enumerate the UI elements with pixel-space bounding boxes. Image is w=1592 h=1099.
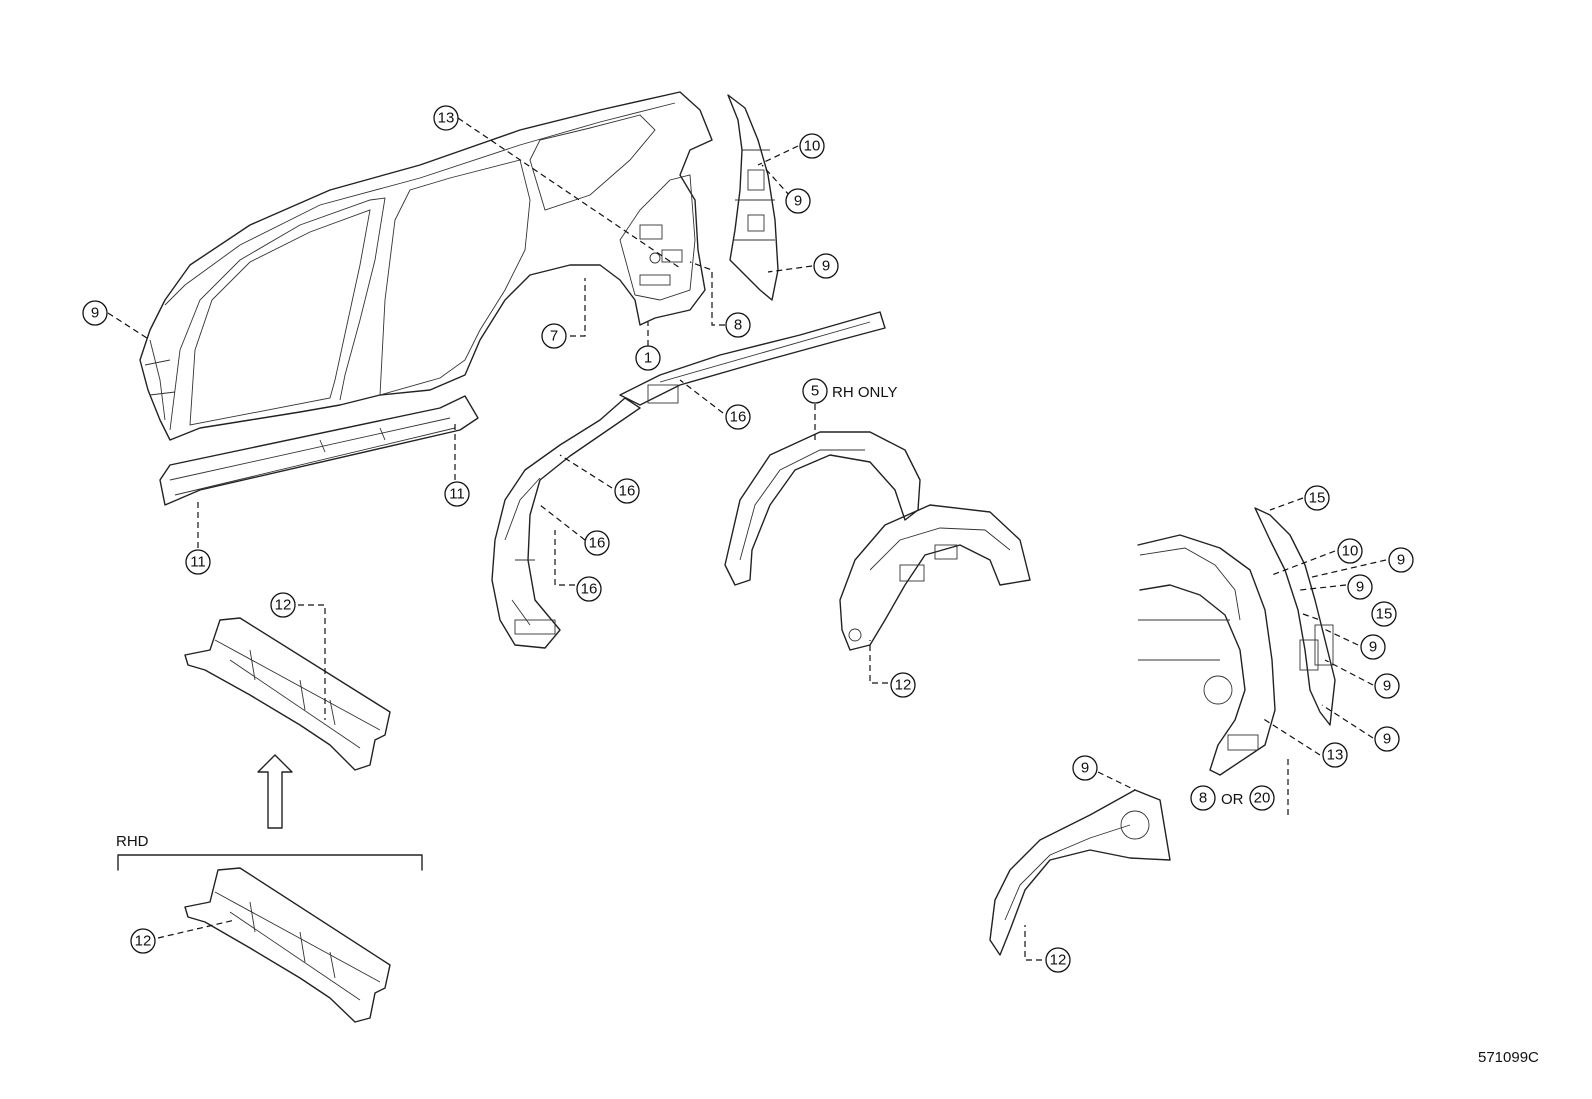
inner-wheel-house xyxy=(839,504,1031,651)
svg-text:9: 9 xyxy=(822,258,830,275)
callout-12-cowl: 12 xyxy=(270,592,296,618)
rear-quarter-panel xyxy=(1137,534,1276,776)
diagram-reference-code: 571099C xyxy=(1478,1049,1539,1066)
svg-text:8: 8 xyxy=(734,317,742,334)
svg-text:9: 9 xyxy=(794,193,802,210)
svg-text:16: 16 xyxy=(581,581,598,598)
or-label: OR xyxy=(1221,791,1244,808)
arrow-up-icon xyxy=(257,754,293,829)
svg-text:12: 12 xyxy=(135,933,152,950)
wheel-house-rh xyxy=(724,431,921,586)
svg-text:12: 12 xyxy=(895,677,912,694)
svg-text:15: 15 xyxy=(1309,490,1326,507)
callout-9-arch: 9 xyxy=(1072,755,1098,781)
callout-16-a: 16 xyxy=(725,404,751,430)
svg-text:13: 13 xyxy=(1327,747,1344,764)
svg-text:16: 16 xyxy=(730,409,747,426)
svg-text:9: 9 xyxy=(1356,579,1364,596)
callout-9-b: 9 xyxy=(813,253,839,279)
callout-9-a: 9 xyxy=(785,188,811,214)
callout-13-right: 13 xyxy=(1322,742,1348,768)
callout-8-top: 8 xyxy=(725,312,751,338)
callout-15-a: 15 xyxy=(1304,485,1330,511)
svg-text:5: 5 xyxy=(811,383,819,400)
svg-text:16: 16 xyxy=(589,535,606,552)
callout-7: 7 xyxy=(541,323,567,349)
side-body-panel xyxy=(139,91,713,441)
callout-9-r1: 9 xyxy=(1388,547,1414,573)
cowl-panel-rhd xyxy=(184,867,391,1023)
callout-12-bottom: 12 xyxy=(1045,947,1071,973)
roof-side-rail xyxy=(619,311,886,406)
quarter-arch-reinforcement xyxy=(491,397,641,649)
svg-text:1: 1 xyxy=(644,350,652,367)
callout-9-r5: 9 xyxy=(1374,726,1400,752)
svg-text:12: 12 xyxy=(275,597,292,614)
svg-text:9: 9 xyxy=(1383,731,1391,748)
svg-text:11: 11 xyxy=(449,486,465,503)
svg-text:8: 8 xyxy=(1199,790,1207,807)
svg-text:10: 10 xyxy=(1342,543,1359,560)
svg-text:9: 9 xyxy=(1081,760,1089,777)
svg-text:10: 10 xyxy=(804,138,821,155)
callout-11-a: 11 xyxy=(444,481,470,507)
callout-10-right: 10 xyxy=(1337,538,1363,564)
callout-1: 1 xyxy=(635,345,661,371)
rear-arch-outer xyxy=(989,789,1171,956)
callout-13-top: 13 xyxy=(433,105,459,131)
callout-9-r2: 9 xyxy=(1347,574,1373,600)
svg-text:9: 9 xyxy=(1383,678,1391,695)
callout-10-top: 10 xyxy=(799,133,825,159)
right-pillar-reinforcement xyxy=(1254,507,1336,726)
callout-12-rhd: 12 xyxy=(130,928,156,954)
svg-text:7: 7 xyxy=(550,328,558,345)
svg-text:9: 9 xyxy=(91,305,99,322)
callout-16-b: 16 xyxy=(614,478,640,504)
rhd-bracket: RHD xyxy=(116,833,423,871)
callout-9-left: 9 xyxy=(82,300,108,326)
leader-lines xyxy=(107,117,1387,961)
callout-9-r4: 9 xyxy=(1374,673,1400,699)
rh-only-label: RH ONLY xyxy=(832,384,898,401)
callout-16-d: 16 xyxy=(576,576,602,602)
callout-5: 5 xyxy=(802,378,828,404)
callout-12-house: 12 xyxy=(890,672,916,698)
cowl-panel xyxy=(184,617,391,771)
callout-8-right: 8 xyxy=(1190,785,1216,811)
svg-text:11: 11 xyxy=(190,554,206,571)
callout-15-b: 15 xyxy=(1371,601,1397,627)
rhd-label: RHD xyxy=(116,833,149,850)
svg-text:12: 12 xyxy=(1050,952,1067,969)
callout-20: 20 xyxy=(1249,785,1275,811)
svg-text:9: 9 xyxy=(1397,552,1405,569)
svg-text:13: 13 xyxy=(438,110,455,127)
svg-text:20: 20 xyxy=(1254,790,1271,807)
rear-pillar-reinforcement xyxy=(727,94,779,301)
svg-text:15: 15 xyxy=(1376,606,1393,623)
rocker-panel xyxy=(159,395,479,506)
callout-9-r3: 9 xyxy=(1360,634,1386,660)
svg-text:16: 16 xyxy=(619,483,636,500)
svg-text:9: 9 xyxy=(1369,639,1377,656)
callout-11-b: 11 xyxy=(185,549,211,575)
callout-16-c: 16 xyxy=(584,530,610,556)
